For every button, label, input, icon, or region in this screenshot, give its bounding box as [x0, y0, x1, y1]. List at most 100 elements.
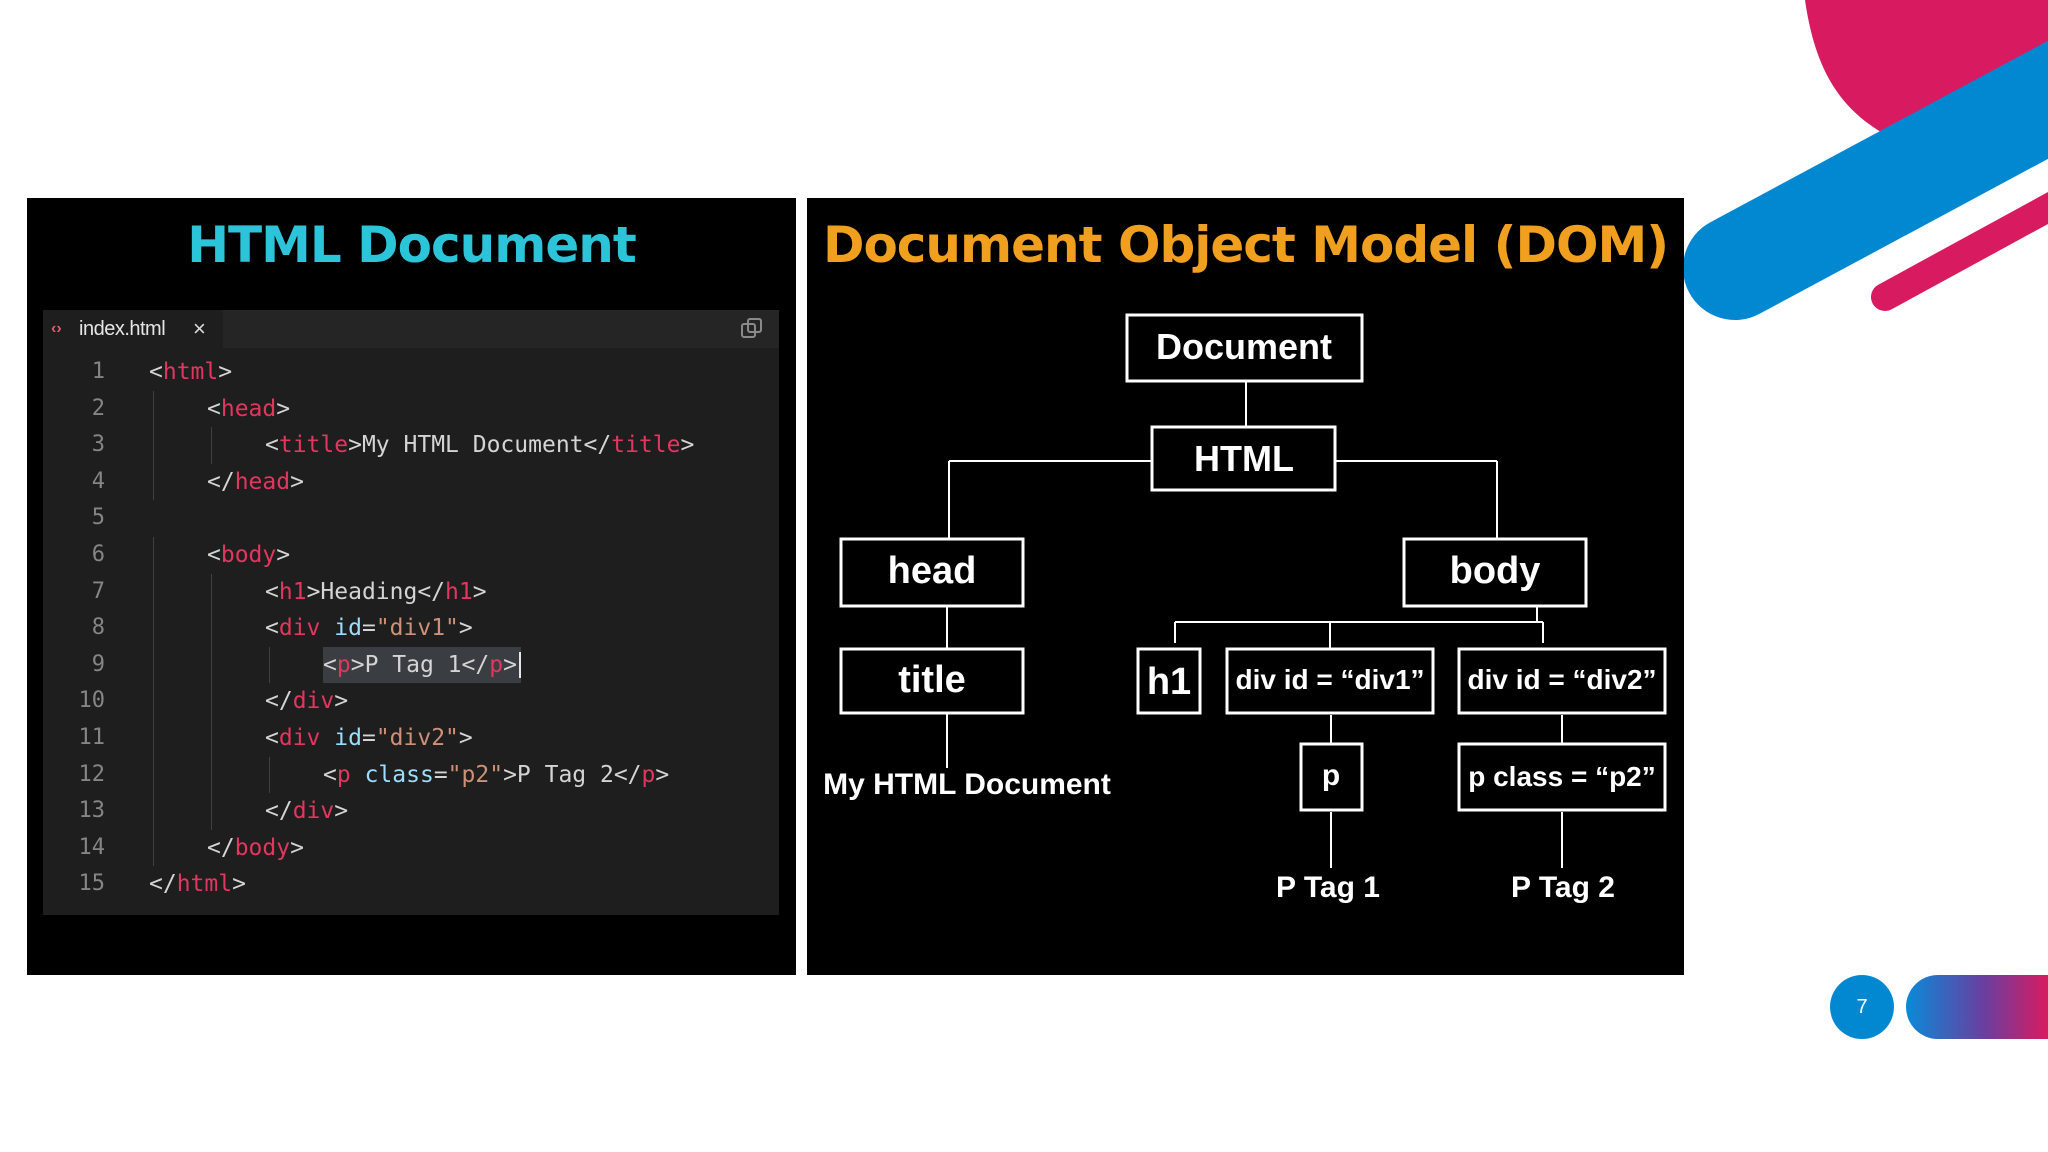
code-line[interactable]: 2 <head> [43, 390, 779, 428]
code-token: = [433, 761, 448, 788]
indent-guide [269, 756, 270, 794]
code-token: < [207, 395, 221, 422]
code-line[interactable]: 9<p>P Tag 1</p> [43, 646, 779, 684]
indent-guide [153, 829, 154, 867]
code-token: < [207, 541, 221, 568]
node-box-title [839, 647, 1025, 715]
code-token: > [458, 615, 473, 642]
node-h1: h1 [1147, 661, 1191, 703]
line-number: 12 [78, 761, 106, 787]
code-text: </head> [207, 464, 304, 501]
line-number: 11 [78, 724, 106, 750]
code-token: > [232, 871, 246, 898]
indent-guide [153, 573, 154, 611]
line-number: 2 [91, 395, 105, 421]
pink-stripe-shape [1871, 192, 2048, 311]
text-node-p2: P Tag 2 [1511, 871, 1615, 904]
indent-guide [211, 610, 212, 647]
editor-tab-label: index.html [79, 318, 166, 340]
code-token: >P Tag 1</ [350, 651, 490, 678]
indent-guide [211, 719, 212, 757]
code-text: <p class="p2">P Tag 2</p> [323, 757, 669, 794]
node-box-p2 [1457, 742, 1667, 812]
code-text: <div id="div1"> [265, 610, 473, 647]
tree-node-boxes [839, 313, 1667, 812]
html-panel-title: HTML Document [187, 216, 637, 274]
code-line[interactable]: 4</head> [43, 463, 779, 501]
editor-tab-index-html[interactable]: ‹› index.html × [43, 310, 223, 348]
code-token: > [334, 688, 349, 715]
text-node-p1: P Tag 1 [1276, 871, 1380, 904]
indent-guide [211, 646, 212, 684]
code-text: <body> [207, 537, 290, 574]
code-token: >My HTML Document</ [348, 432, 612, 459]
indent-guide [211, 573, 212, 611]
line-number: 1 [91, 359, 105, 384]
code-text: <div id="div2"> [265, 720, 473, 757]
code-line[interactable]: 11 <div id="div2"> [43, 719, 779, 757]
indent-guide [211, 683, 212, 720]
code-line[interactable]: 7<h1>Heading</h1> [43, 573, 779, 611]
code-token: > [290, 468, 304, 495]
node-div1: div id = “div1” [1235, 664, 1424, 695]
code-area[interactable]: 1<html>2<head>3<title>My HTML Document</… [43, 354, 779, 903]
indent-guide [153, 756, 154, 794]
code-token: h1 [278, 578, 307, 605]
line-number: 6 [91, 541, 105, 567]
code-line[interactable]: 10</div> [43, 683, 779, 720]
text-cursor [518, 651, 521, 678]
code-token: > [276, 395, 291, 422]
code-token: >Heading</ [306, 578, 446, 605]
page-number-bar [1906, 975, 2048, 1039]
code-token: title [278, 432, 349, 459]
line-number: 13 [78, 798, 106, 824]
close-icon[interactable]: × [193, 316, 206, 341]
tree-connectors [946, 381, 1563, 868]
node-box-p [1299, 742, 1364, 812]
code-token: > [218, 359, 233, 385]
html-document-panel: HTML Document ‹› index.html × 1<html>2<h… [27, 198, 796, 975]
code-token: < [265, 432, 279, 459]
code-token: < [265, 578, 279, 605]
code-token: > [276, 541, 291, 568]
code-text: <title>My HTML Document</title> [265, 427, 694, 464]
code-token: id [320, 724, 362, 751]
code-line[interactable]: 1<html> [43, 354, 779, 391]
node-head: head [888, 550, 977, 592]
pink-blob-shape [1805, 0, 2048, 136]
code-line[interactable]: 5 [43, 500, 779, 537]
indent-guide [153, 683, 154, 720]
line-number: 8 [91, 615, 105, 641]
indent-guide [211, 793, 212, 830]
code-token: </ [265, 688, 293, 715]
code-token: body [220, 541, 277, 568]
code-token: < [265, 724, 279, 751]
code-token: </ [149, 871, 177, 898]
code-token: head [234, 468, 291, 495]
text-node-title: My HTML Document [823, 768, 1111, 801]
code-token: title [611, 432, 681, 459]
code-line[interactable]: 12<p class="p2">P Tag 2</p> [43, 756, 779, 794]
code-line[interactable]: 3 <title>My HTML Document</title> [43, 427, 779, 464]
code-token: p [641, 761, 656, 788]
copy-icon[interactable] [739, 316, 765, 342]
code-line[interactable]: 15 </html> [43, 866, 779, 903]
code-token: p [336, 651, 351, 678]
code-token: div [292, 688, 335, 715]
code-token: = [361, 724, 376, 751]
code-token: > [458, 724, 473, 751]
code-token: div [278, 615, 321, 642]
code-text: <head> [207, 391, 290, 428]
code-token: </ [207, 468, 235, 495]
code-line[interactable]: 8 <div id="div1"> [43, 610, 779, 647]
code-line[interactable]: 6 <body> [43, 536, 779, 574]
code-text: </html> [149, 866, 246, 903]
line-number: 3 [91, 432, 105, 458]
node-p: p [1322, 759, 1340, 792]
code-token: < [323, 761, 337, 788]
code-token: head [220, 395, 277, 422]
line-number: 15 [78, 871, 106, 897]
code-line[interactable]: 13</div> [43, 793, 779, 830]
code-line[interactable]: 14</body> [43, 829, 779, 867]
selected-code: <p>P Tag 1</p> [323, 646, 521, 684]
